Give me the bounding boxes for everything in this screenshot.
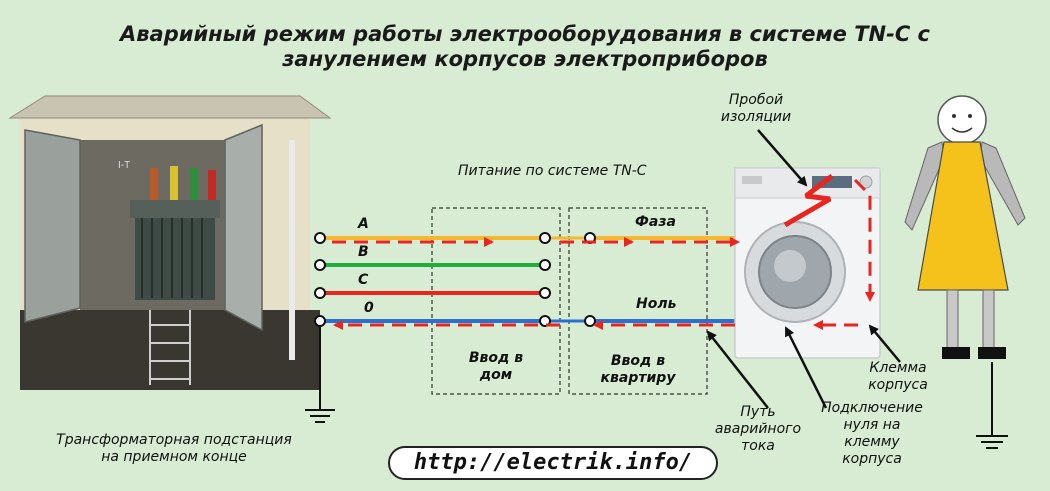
house-input-box: [431, 207, 561, 395]
substation-left-door: [24, 129, 81, 323]
insulation-breakdown-icon: [783, 174, 834, 228]
transformer-bushings: [150, 166, 216, 200]
house-input-label: Ввод в дом: [468, 350, 524, 383]
person-head: [937, 95, 987, 145]
terminal-neutral-apartment: [584, 315, 596, 327]
wire-label-0: 0: [364, 300, 374, 316]
phase-label: Фаза: [635, 214, 676, 230]
wire-label-b: B: [358, 244, 369, 260]
supply-system-label: Питание по системе TN-C: [458, 163, 647, 179]
wire-label-c: C: [358, 272, 369, 288]
person-right-arm: [979, 141, 1026, 226]
washer-drum-highlight: [774, 250, 806, 282]
terminal-b-source: [314, 259, 326, 271]
case-terminal-label: Клемма корпуса: [868, 360, 928, 393]
insulation-breakdown-label: Пробой изоляции: [720, 92, 792, 125]
transformer-substation: I-T: [8, 95, 332, 390]
pointer-arrows: [706, 129, 901, 409]
person-dress: [917, 141, 1009, 291]
washer-drawer: [742, 176, 762, 184]
supply-wires: [305, 236, 866, 423]
terminal-c-house: [539, 287, 551, 299]
pointer-case-terminal: [868, 324, 901, 363]
neutral-connection-label: Подключение нуля на клемму корпуса: [821, 400, 923, 467]
transformer-top: [130, 200, 220, 218]
person-right-shoe: [978, 347, 1006, 359]
person-left-leg: [946, 289, 959, 349]
source-url[interactable]: http://electrik.info/: [388, 446, 718, 480]
substation-right-door: [224, 123, 263, 332]
fault-current-path-label: Путь аварийного тока: [714, 404, 802, 454]
fault-current-path: [332, 178, 875, 330]
person-ground-symbol: [976, 435, 1008, 449]
title-line-1: Аварийный режим работы электрооборудован…: [119, 22, 931, 46]
substation-roof: [8, 95, 332, 119]
wire-label-a: A: [358, 216, 369, 232]
terminal-a-house: [539, 232, 551, 244]
apartment-input-label: Ввод в квартиру: [600, 353, 676, 386]
person-figure: [904, 95, 1026, 449]
washing-machine: [734, 167, 881, 359]
diagram-title: Аварийный режим работы электрооборудован…: [0, 22, 1050, 72]
pointer-fault-path: [706, 330, 769, 409]
terminal-0-source: [314, 315, 326, 327]
neutral-label: Ноль: [636, 296, 677, 312]
pointer-breakdown: [757, 129, 808, 187]
person-left-shoe: [942, 347, 970, 359]
substation-ground-symbol: [305, 409, 335, 423]
washer-knob: [859, 175, 873, 189]
person-right-leg: [982, 289, 995, 349]
transformer-tag: I-T: [118, 160, 130, 171]
terminal-a-source: [314, 232, 326, 244]
terminal-c-source: [314, 287, 326, 299]
substation-caption: Трансформаторная подстанция на приемном …: [56, 432, 292, 465]
pointer-neutral-connection: [784, 326, 828, 409]
terminal-b-house: [539, 259, 551, 271]
substation-foundation: [20, 310, 320, 390]
person-left-arm: [904, 141, 945, 231]
fault-arrow-case-down: [853, 178, 875, 302]
title-line-2: занулением корпусов электроприборов: [282, 47, 768, 71]
substation-ladder: [149, 310, 191, 385]
apartment-input-box: [568, 207, 708, 395]
